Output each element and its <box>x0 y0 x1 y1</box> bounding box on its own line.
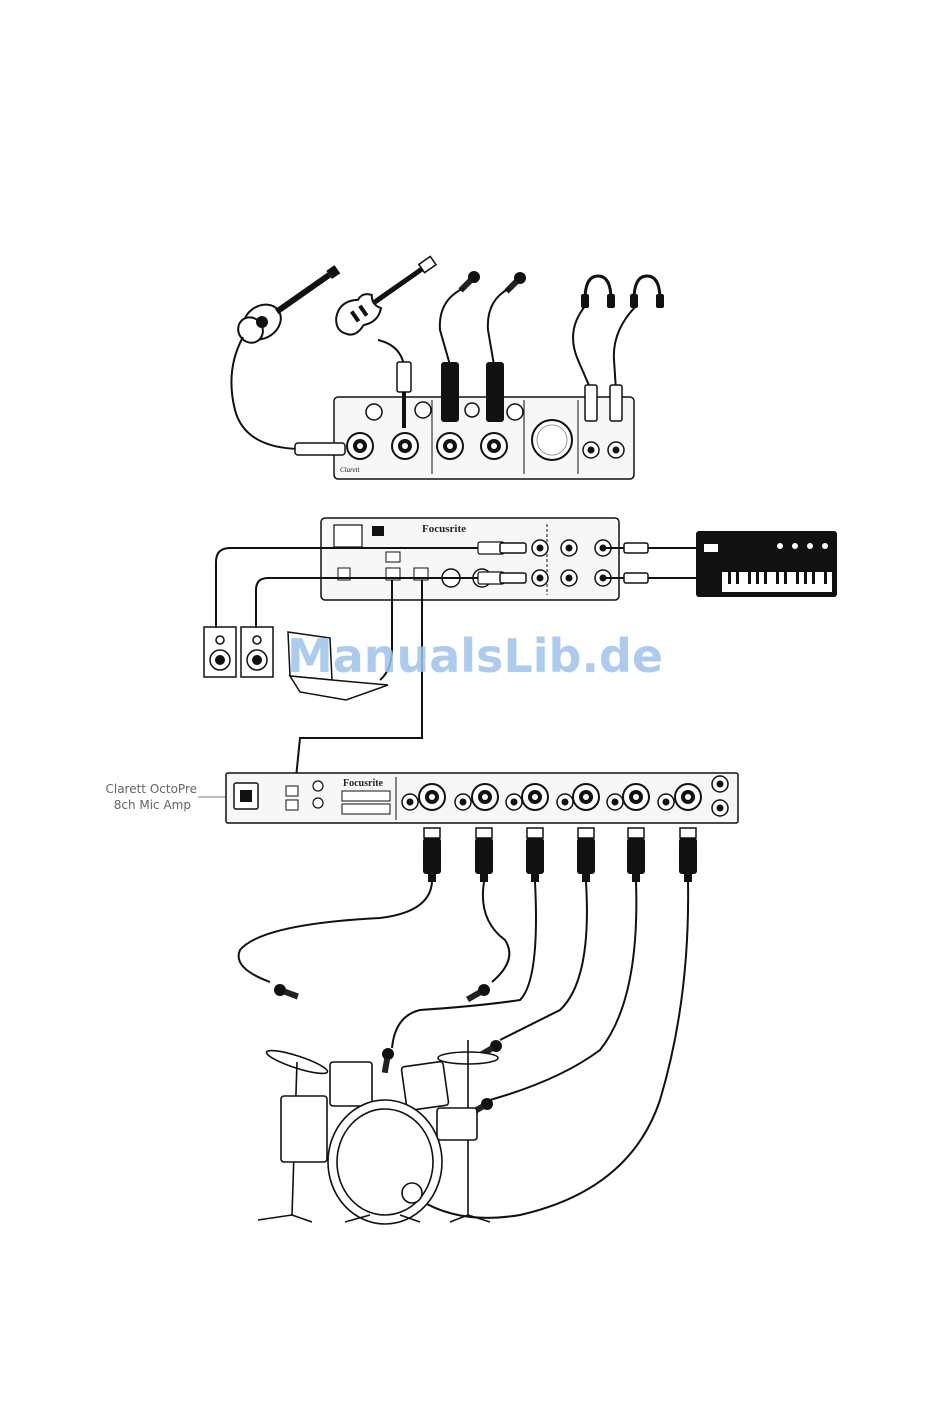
headphones-icon <box>581 276 615 308</box>
drum-kit-icon <box>258 1040 498 1224</box>
brand-logo-octopre: Focusrite <box>343 778 384 789</box>
headphones-icon <box>630 276 664 308</box>
acoustic-guitar-icon <box>232 256 347 350</box>
microphone-icon <box>272 982 300 1002</box>
microphone-icon <box>379 1047 395 1074</box>
xlr-connector-icon <box>423 828 697 882</box>
svg-text:Clarett: Clarett <box>340 466 361 474</box>
microphone-icon <box>502 270 528 296</box>
interface-rear-panel: Focusrite <box>321 518 619 600</box>
brand-logo-interface: Focusrite <box>422 523 466 535</box>
octopre-rack-unit: Focusrite <box>226 773 738 823</box>
octopre-label-line1: Clarett OctoPre <box>105 782 197 796</box>
watermark: ManualsLib.de <box>287 629 663 683</box>
synthesizer-icon <box>696 531 837 597</box>
drum-mic-cables <box>239 882 689 1218</box>
speaker-icon <box>204 627 236 677</box>
electric-guitar-icon <box>329 248 442 340</box>
speaker-icon <box>241 627 273 677</box>
microphone-icon <box>465 982 493 1005</box>
octopre-label-line2: 8ch Mic Amp <box>114 798 191 812</box>
